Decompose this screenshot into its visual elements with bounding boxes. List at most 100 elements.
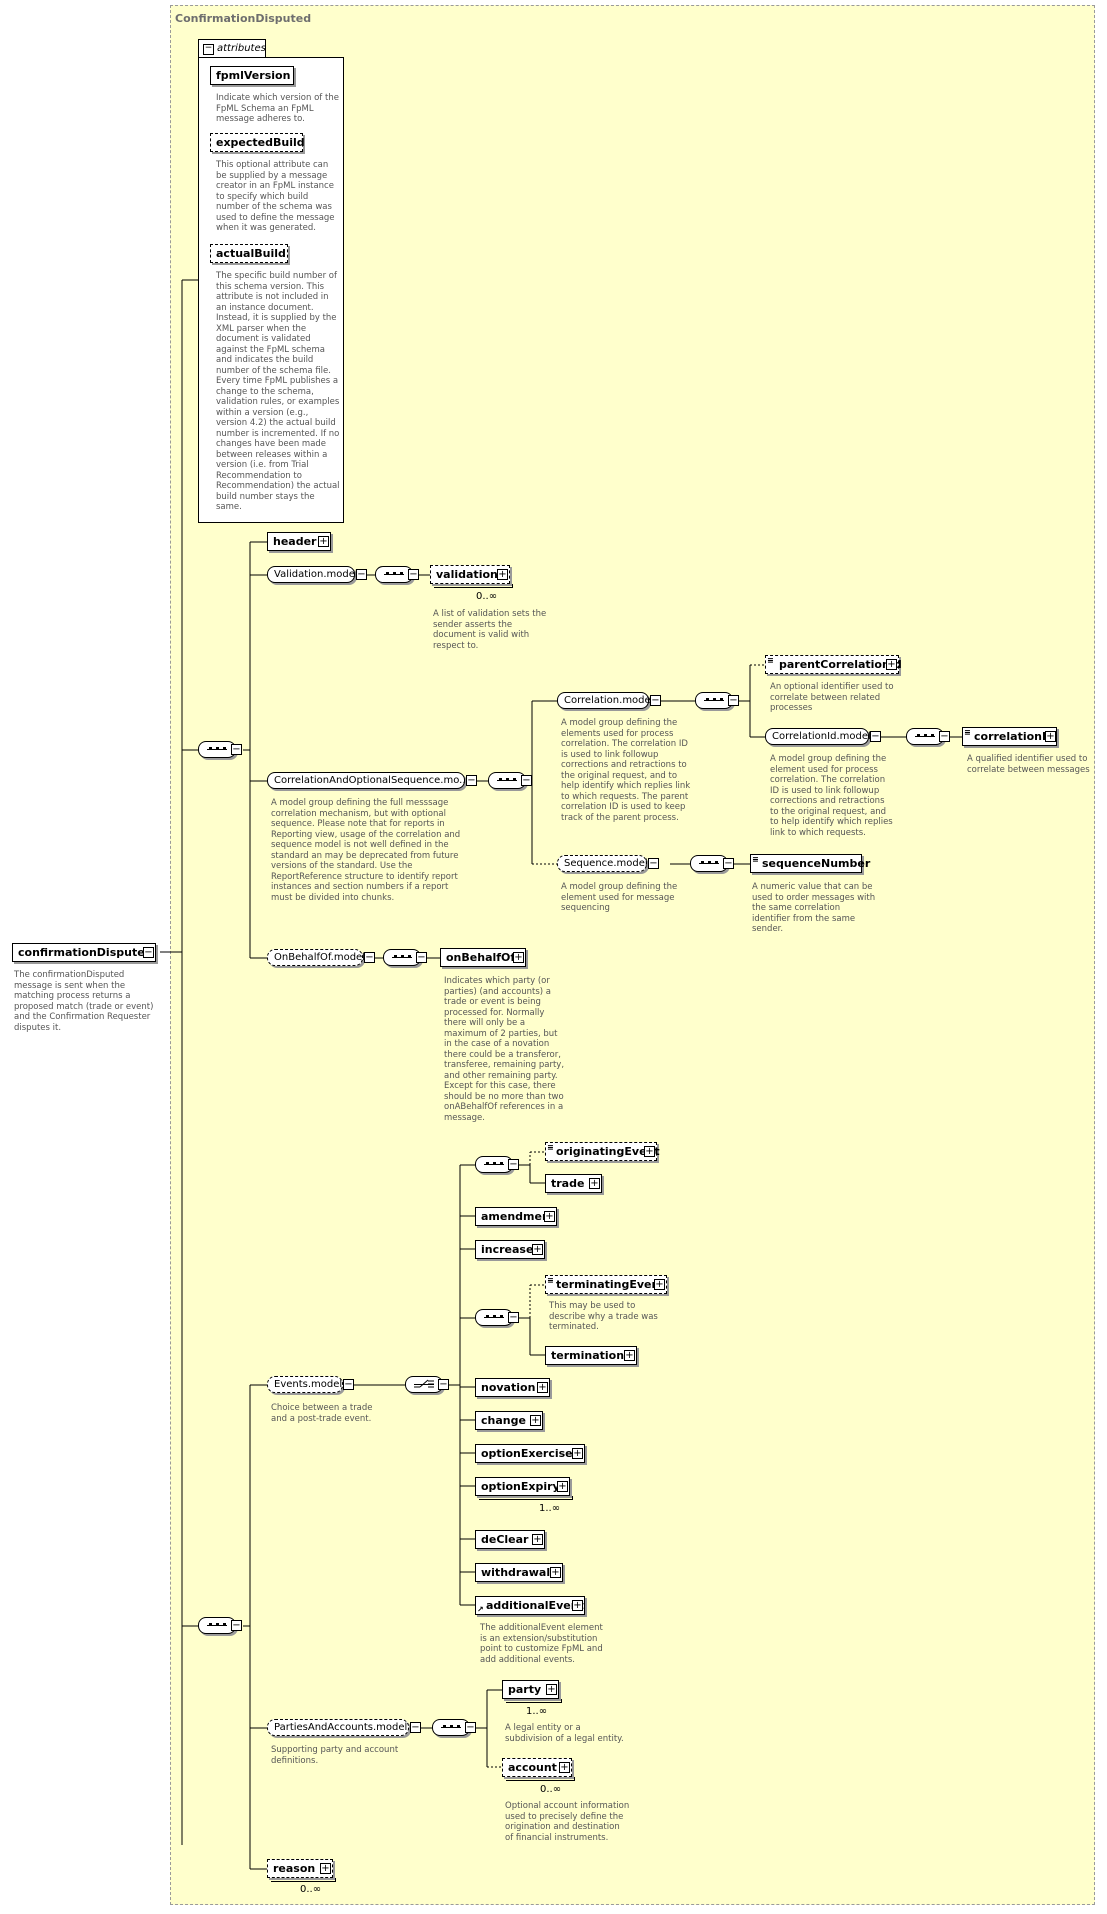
element-optionExpiry[interactable]: optionExpiry + <box>475 1477 573 1500</box>
attribute-fpmlVersion[interactable]: fpmlVersion <box>210 66 294 85</box>
group-label: PartiesAndAccounts.model <box>274 1722 408 1733</box>
element-trade[interactable]: trade + <box>545 1174 602 1193</box>
element-terminatingEvent[interactable]: ≡ terminatingEvent + <box>545 1275 667 1294</box>
group-doc: A model group defining the elements used… <box>561 718 691 823</box>
element-amendment[interactable]: amendment + <box>475 1207 557 1226</box>
element-doc: An optional identifier used to correlate… <box>770 682 894 713</box>
sequence-compositor[interactable] <box>695 692 733 709</box>
group-correlation-and-optional-sequence[interactable]: CorrelationAndOptionalSequence.mo... <box>267 772 469 789</box>
attributes-tab[interactable]: − attributes <box>198 39 266 58</box>
expand-icon[interactable]: + <box>572 1600 583 1611</box>
collapse-icon[interactable]: − <box>508 1159 519 1170</box>
collapse-icon[interactable]: − <box>410 1722 421 1733</box>
collapse-icon[interactable]: − <box>870 731 881 742</box>
group-correlation-model[interactable]: Correlation.model <box>557 692 653 709</box>
expand-icon[interactable]: + <box>654 1279 665 1290</box>
expand-icon[interactable]: + <box>644 1146 655 1157</box>
element-novation[interactable]: novation + <box>475 1378 550 1397</box>
collapse-icon[interactable]: − <box>521 775 532 786</box>
collapse-icon[interactable]: − <box>203 43 214 55</box>
group-correlationId-model[interactable]: CorrelationId.model <box>765 728 871 745</box>
sequence-compositor[interactable] <box>475 1156 513 1173</box>
element-originatingEvent[interactable]: ≡ originatingEvent + <box>545 1142 660 1161</box>
collapse-icon[interactable]: − <box>416 952 427 963</box>
sequence-compositor[interactable] <box>475 1309 513 1326</box>
element-reason[interactable]: reason + <box>267 1859 336 1882</box>
expand-icon[interactable]: + <box>532 1534 543 1545</box>
group-events-model[interactable]: Events.model <box>267 1376 343 1393</box>
collapse-icon[interactable]: − <box>723 858 734 869</box>
expand-icon[interactable]: + <box>320 1863 331 1874</box>
expand-icon[interactable]: + <box>530 1415 541 1426</box>
element-doc: Optional account information used to pre… <box>505 1801 630 1843</box>
expand-icon[interactable]: + <box>624 1350 635 1361</box>
expand-icon[interactable]: + <box>1045 731 1056 742</box>
collapse-icon[interactable]: − <box>465 1722 476 1733</box>
element-header[interactable]: header + <box>267 532 331 551</box>
collapse-icon[interactable]: − <box>364 952 375 963</box>
element-validation[interactable]: validation + <box>430 565 513 588</box>
element-additionalEvent[interactable]: ↗ additionalEvent + <box>475 1596 585 1615</box>
simple-type-icon: ≡ <box>547 1143 554 1152</box>
collapse-icon[interactable]: − <box>231 744 242 755</box>
group-label: Correlation.model <box>564 695 654 706</box>
element-increase[interactable]: increase + <box>475 1240 545 1259</box>
simple-type-icon: ≡ <box>547 1276 554 1285</box>
group-onBehalfOf-model[interactable]: OnBehalfOf.model <box>267 949 365 966</box>
expand-icon[interactable]: + <box>546 1684 557 1695</box>
root-element-confirmationDisputed[interactable]: confirmationDisputed − <box>12 943 156 962</box>
choice-compositor[interactable] <box>405 1376 443 1393</box>
element-account[interactable]: account + <box>502 1758 575 1781</box>
collapse-icon[interactable]: − <box>143 947 154 958</box>
collapse-icon[interactable]: − <box>650 695 661 706</box>
collapse-icon[interactable]: − <box>438 1379 449 1390</box>
attribute-expectedBuild[interactable]: expectedBuild <box>210 133 305 152</box>
element-change[interactable]: change + <box>475 1411 543 1430</box>
group-sequence-model[interactable]: Sequence.model <box>557 855 648 872</box>
expand-icon[interactable]: + <box>544 1211 555 1222</box>
element-correlationId[interactable]: ≡ correlationId + <box>962 727 1057 746</box>
element-label: parentCorrelationId <box>779 658 902 671</box>
sequence-compositor[interactable] <box>383 949 421 966</box>
expand-icon[interactable]: + <box>513 952 524 963</box>
expand-icon[interactable]: + <box>572 1448 583 1459</box>
element-optionExercise[interactable]: optionExercise + <box>475 1444 585 1463</box>
element-onBehalfOf[interactable]: onBehalfOf + <box>440 948 526 967</box>
collapse-icon[interactable]: − <box>939 731 950 742</box>
expand-icon[interactable]: + <box>886 659 897 670</box>
collapse-icon[interactable]: − <box>648 858 659 869</box>
element-label: account <box>508 1761 557 1774</box>
group-parties-and-accounts-model[interactable]: PartiesAndAccounts.model <box>267 1719 409 1736</box>
element-sequenceNumber[interactable]: ≡ sequenceNumber <box>750 854 870 873</box>
collapse-icon[interactable]: − <box>508 1312 519 1323</box>
element-deClear[interactable]: deClear + <box>475 1530 545 1549</box>
group-validation-model[interactable]: Validation.model <box>267 566 358 583</box>
collapse-icon[interactable]: − <box>466 775 477 786</box>
expand-icon[interactable]: + <box>589 1178 600 1189</box>
expand-icon[interactable]: + <box>537 1382 548 1393</box>
attribute-label: fpmlVersion <box>216 69 291 82</box>
element-withdrawal[interactable]: withdrawal + <box>475 1563 563 1582</box>
expand-icon[interactable]: + <box>557 1481 568 1492</box>
element-label: increase <box>481 1243 534 1256</box>
element-doc: Indicates which party (or parties) (and … <box>444 976 565 1123</box>
attribute-actualBuild[interactable]: actualBuild <box>210 244 288 263</box>
element-party[interactable]: party + <box>502 1680 562 1703</box>
element-parentCorrelationId[interactable]: ≡ parentCorrelationId + <box>765 655 902 674</box>
group-doc: Choice between a trade and a post-trade … <box>271 1403 373 1424</box>
expand-icon[interactable]: + <box>532 1244 543 1255</box>
expand-icon[interactable]: + <box>318 536 329 547</box>
collapse-icon[interactable]: − <box>356 569 367 580</box>
collapse-icon[interactable]: − <box>343 1379 354 1390</box>
cardinality: 1..∞ <box>539 1503 561 1514</box>
collapse-icon[interactable]: − <box>231 1620 242 1631</box>
expand-icon[interactable]: + <box>559 1762 570 1773</box>
expand-icon[interactable]: + <box>550 1567 561 1578</box>
collapse-icon[interactable]: − <box>728 695 739 706</box>
element-termination[interactable]: termination + <box>545 1346 637 1365</box>
expand-icon[interactable]: + <box>497 569 508 580</box>
collapse-icon[interactable]: − <box>408 569 419 580</box>
element-label: terminatingEvent <box>556 1278 665 1291</box>
element-label: additionalEvent <box>486 1599 584 1612</box>
